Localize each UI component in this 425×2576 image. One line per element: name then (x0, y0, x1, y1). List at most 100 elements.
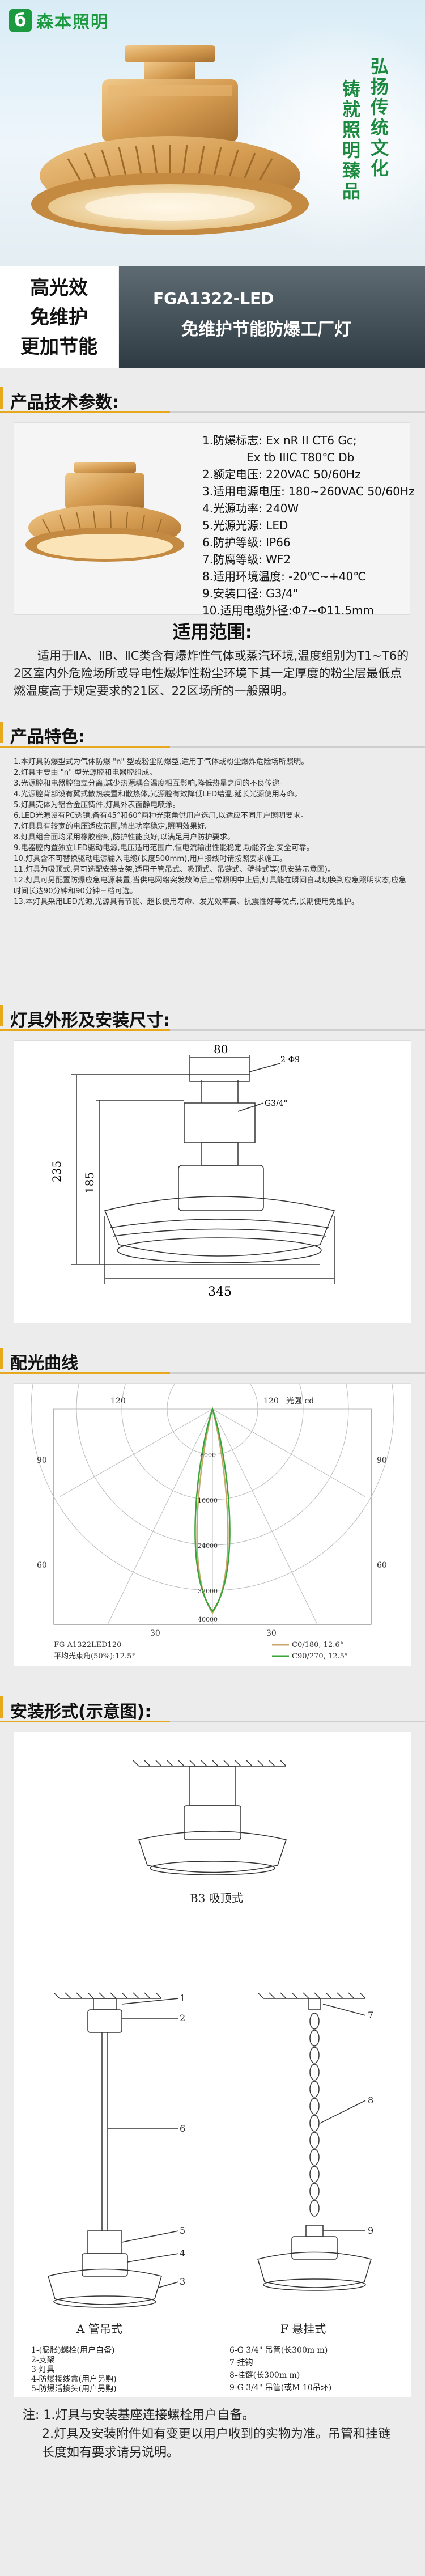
section-install-title: 安装形式(示意图): (0, 1692, 425, 1722)
feature-item: 8.灯具组合面均采用橡胶密封,防护性能良好,以满足用户防护要求。 (14, 833, 235, 842)
install-f-item: 7-挂钩 (230, 2358, 253, 2367)
curve-legend-1: C0/180, 12.6° (292, 1641, 343, 1649)
brand-name: 森本照明 (36, 12, 109, 32)
curve-angle-label: 120 (110, 1397, 126, 1406)
curve-angle-label: 120 (264, 1397, 279, 1406)
dimension-drawing: 80 2-Φ9 G3/4" 235 185 345 (14, 1040, 411, 1323)
features-list: 1.本灯具防爆型式为气体防爆 "n" 型或粉尘防爆型,适用于气体或粉尘爆炸危险场… (14, 757, 411, 907)
install-a-item: 3-灯具 (31, 2365, 55, 2374)
feature-item: 7.灯具具有较宽的电压适应范围,输出功率稳定,照明效果好。 (14, 822, 212, 831)
logo-mark-icon: б (9, 9, 32, 32)
feature-item: 5.灯具壳体为铝合金压铸件,灯具外表面静电喷涂。 (14, 801, 180, 809)
installation-diagram: 1 2 3 4 5 6 7 8 9 B3 吸顶式 A 管吊式 F 悬挂式 1-(… (14, 1732, 411, 2397)
dimension-svg: 80 2-Φ9 G3/4" 235 185 345 (50, 1042, 335, 1299)
hero-lamp-image (31, 45, 309, 235)
brand-logo: б 森本照明 (9, 8, 109, 33)
feature-item: 6.LED光源设有PC透镜,备有45°和60°两种光束角供用户选用,以适应不同用… (14, 812, 308, 820)
product-name: 免维护节能防爆工厂灯 (181, 320, 351, 339)
curve-radius-label: 16000 (198, 1497, 218, 1504)
param-item: 10.适用电缆外径:Φ7~Φ11.5mm (202, 604, 375, 617)
curve-svg: 120 120 光强 cd 90 90 60 60 30 30 8000 160… (31, 1227, 394, 1661)
curve-radius-label: 32000 (198, 1588, 218, 1595)
feature-item: 10.灯具含不可替换驱动电源输入电缆(长度500mm),用户接线时请按照要求施工… (14, 855, 287, 863)
param-item: 7.防腐等级: WF2 (202, 553, 291, 566)
dim-height-inner: 185 (83, 1172, 96, 1194)
feature-item: 3.光源腔和电器腔独立分离,减少热源耦合温度相互影响,降低热量之间的不良传递。 (14, 779, 287, 788)
install-a-item: 4-防爆接线盒(用户另购) (31, 2374, 117, 2384)
curve-legend-2: C90/270, 12.5° (292, 1652, 348, 1661)
curve-radius-label: 24000 (198, 1542, 218, 1550)
callout-number: 4 (180, 2248, 185, 2259)
section-features-title: 产品特色: (0, 717, 425, 748)
curve-unit: 光强 cd (286, 1397, 314, 1406)
tagline-2: 免维护 (30, 306, 88, 329)
feature-item: 1.本灯具防爆型式为气体防爆 "n" 型或粉尘防爆型,适用于气体或粉尘爆炸危险场… (14, 758, 309, 766)
callout-number: 9 (368, 2225, 373, 2236)
feature-item: 13.本灯具采用LED光源,光源具有节能、超长使用寿命、发光效率高、抗震性好等优… (14, 898, 359, 906)
scope-text: 适用于ⅡA、ⅡB、ⅡC类含有爆炸性气体或蒸汽环境,温度组别为T1~T6的2区室内… (14, 649, 409, 698)
install-a-item: 1-(膨胀)螺栓(用户自备) (31, 2345, 115, 2355)
section-params-title: 产品技术参数: (0, 383, 425, 413)
params-lamp-image (26, 462, 184, 562)
dim-height-outer: 235 (50, 1161, 63, 1182)
promo-banner: 高光效 免维护 更加节能 FGA1322-LED 免维护节能防爆工厂灯 (0, 266, 425, 368)
banner-tagline: 高光效 免维护 更加节能 (0, 266, 119, 368)
note-1: 注: 1.灯具与安装基座连接螺栓用户自备。 (23, 2408, 255, 2422)
callout-number: 6 (180, 2123, 185, 2134)
dim-top-width: 80 (214, 1042, 228, 1056)
feature-item: 9.电器腔内置独立LED驱动电源,电压适用范围广,恒电流输出性能稳定,功能齐全,… (14, 844, 314, 852)
curve-angle-label: 60 (377, 1561, 387, 1570)
section-curve-title: 配光曲线 (0, 1343, 425, 1374)
install-f-item: 8-挂链(长300m m) (230, 2371, 300, 2380)
scope-title: 适用范围: (172, 621, 253, 643)
param-item: Ex tb IIIC T80℃ Db (246, 451, 355, 464)
feature-item: 2.灯具主要由 "n" 型光源腔和电器腔组成。 (14, 769, 157, 777)
slogan-2: 铸就照明臻品 (339, 79, 361, 202)
param-item: 6.防护等级: IP66 (202, 536, 291, 549)
callout-number: 7 (368, 2010, 373, 2021)
params-panel: 1.防爆标志: Ex nR II CT6 Gc; Ex tb IIIC T80℃… (14, 422, 415, 617)
feature-item: 4.光源腔背部设有翼式散热装置和散热体,光源腔有效降低LED结温,延长光源使用寿… (14, 790, 302, 799)
feature-item: 11.灯具为吸顶式,另可选配安装支架,适用于管吊式、吸顶式、吊链式、壁挂式等(见… (14, 865, 335, 874)
tagline-3: 更加节能 (20, 336, 97, 358)
curve-model: FG A1322LED120 (54, 1641, 121, 1649)
section-dimensions-title: 灯具外形及安装尺寸: (0, 1000, 425, 1031)
install-a-item: 5-防爆活接头(用户另购) (31, 2384, 117, 2393)
callout-number: 8 (368, 2095, 373, 2106)
curve-radius-label: 8000 (200, 1452, 216, 1459)
banner-dark-panel (119, 266, 425, 368)
curve-angle-label: 30 (150, 1629, 160, 1638)
feature-item: 12.灯具可另配置防爆应急电源装置,当供电网络突发故障后正常照明中止后,灯具能在… (14, 876, 406, 896)
notes: 注: 1.灯具与安装基座连接螺栓用户自备。 2.灯具及安装附件如有变更以用户收到… (0, 2406, 425, 2462)
install-a-item: 2-支架 (31, 2356, 55, 2365)
param-item: 4.光源功率: 240W (202, 502, 299, 515)
note-2: 2.灯具及安装附件如有变更以用户收到的实物为准。吊管和挂链长度如有要求请另说明。 (42, 2427, 390, 2460)
curve-angle-label: 60 (37, 1561, 47, 1570)
install-f-item: 6-G 3/4" 吊管(长300m m) (230, 2346, 328, 2355)
install-a-label: A 管吊式 (76, 2322, 122, 2336)
curve-avg-beam: 平均光束角(50%):12.5° (54, 1652, 135, 1661)
dim-hole: 2-Φ9 (280, 1055, 300, 1064)
curve-angle-label: 30 (266, 1629, 277, 1638)
slogan-1: 弘扬传统文化 (368, 57, 389, 179)
param-item: 1.防爆标志: Ex nR II CT6 Gc; (202, 434, 357, 447)
callout-number: 2 (180, 2013, 185, 2023)
product-model: FGA1322-LED (153, 289, 274, 308)
tagline-1: 高光效 (30, 277, 88, 299)
install-b3-label: B3 吸顶式 (190, 1891, 243, 1905)
callout-number: 1 (180, 1993, 185, 2004)
param-item: 8.适用环境温度: -20℃~+40℃ (202, 570, 366, 583)
light-distribution-curve: 120 120 光强 cd 90 90 60 60 30 30 8000 160… (14, 1227, 411, 1666)
curve-angle-label: 90 (377, 1456, 387, 1465)
install-f-label: F 悬挂式 (280, 2322, 326, 2336)
curve-radius-label: 40000 (198, 1616, 218, 1623)
callout-number: 3 (180, 2276, 185, 2287)
param-item: 5.光源光源: LED (202, 519, 288, 532)
hero: б 森本照明 弘扬传统文化 铸就照明臻品 (0, 0, 425, 266)
dim-diameter: 345 (208, 1285, 232, 1299)
param-item: 9.安装口径: G3/4" (202, 587, 299, 600)
param-item: 3.适用电源电压: 180~260VAC 50/60Hz (202, 485, 415, 498)
params-list: 1.防爆标志: Ex nR II CT6 Gc; Ex tb IIIC T80℃… (202, 432, 415, 619)
callout-number: 5 (180, 2225, 185, 2236)
